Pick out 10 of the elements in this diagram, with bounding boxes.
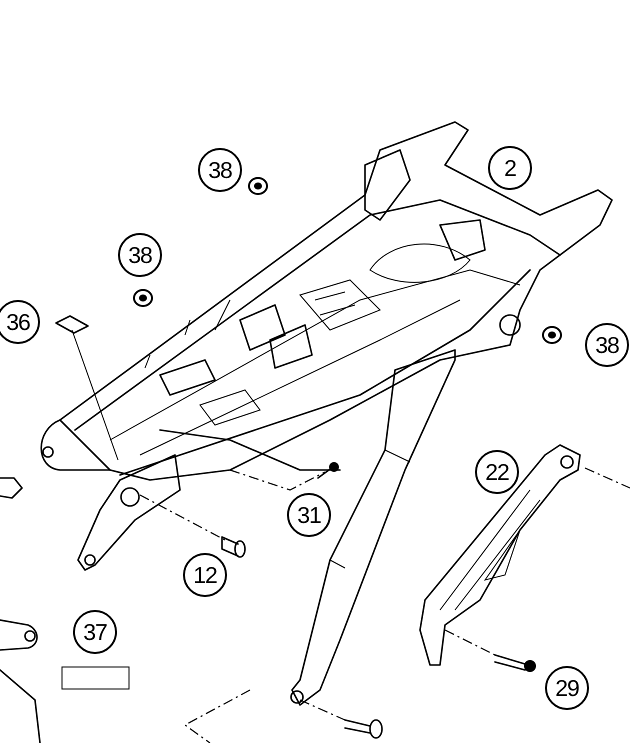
callout-number: 29 (545, 666, 589, 710)
callout-number: 22 (475, 450, 519, 494)
callout-number: 12 (183, 553, 227, 597)
callout-number: 31 (287, 493, 331, 537)
callout-number: 38 (118, 233, 162, 277)
callout-number: 37 (73, 610, 117, 654)
callout-number: 38 (585, 323, 629, 367)
callout-number: 2 (488, 146, 532, 190)
callout-number: 38 (198, 148, 242, 192)
callout-number: 36 (0, 300, 40, 344)
